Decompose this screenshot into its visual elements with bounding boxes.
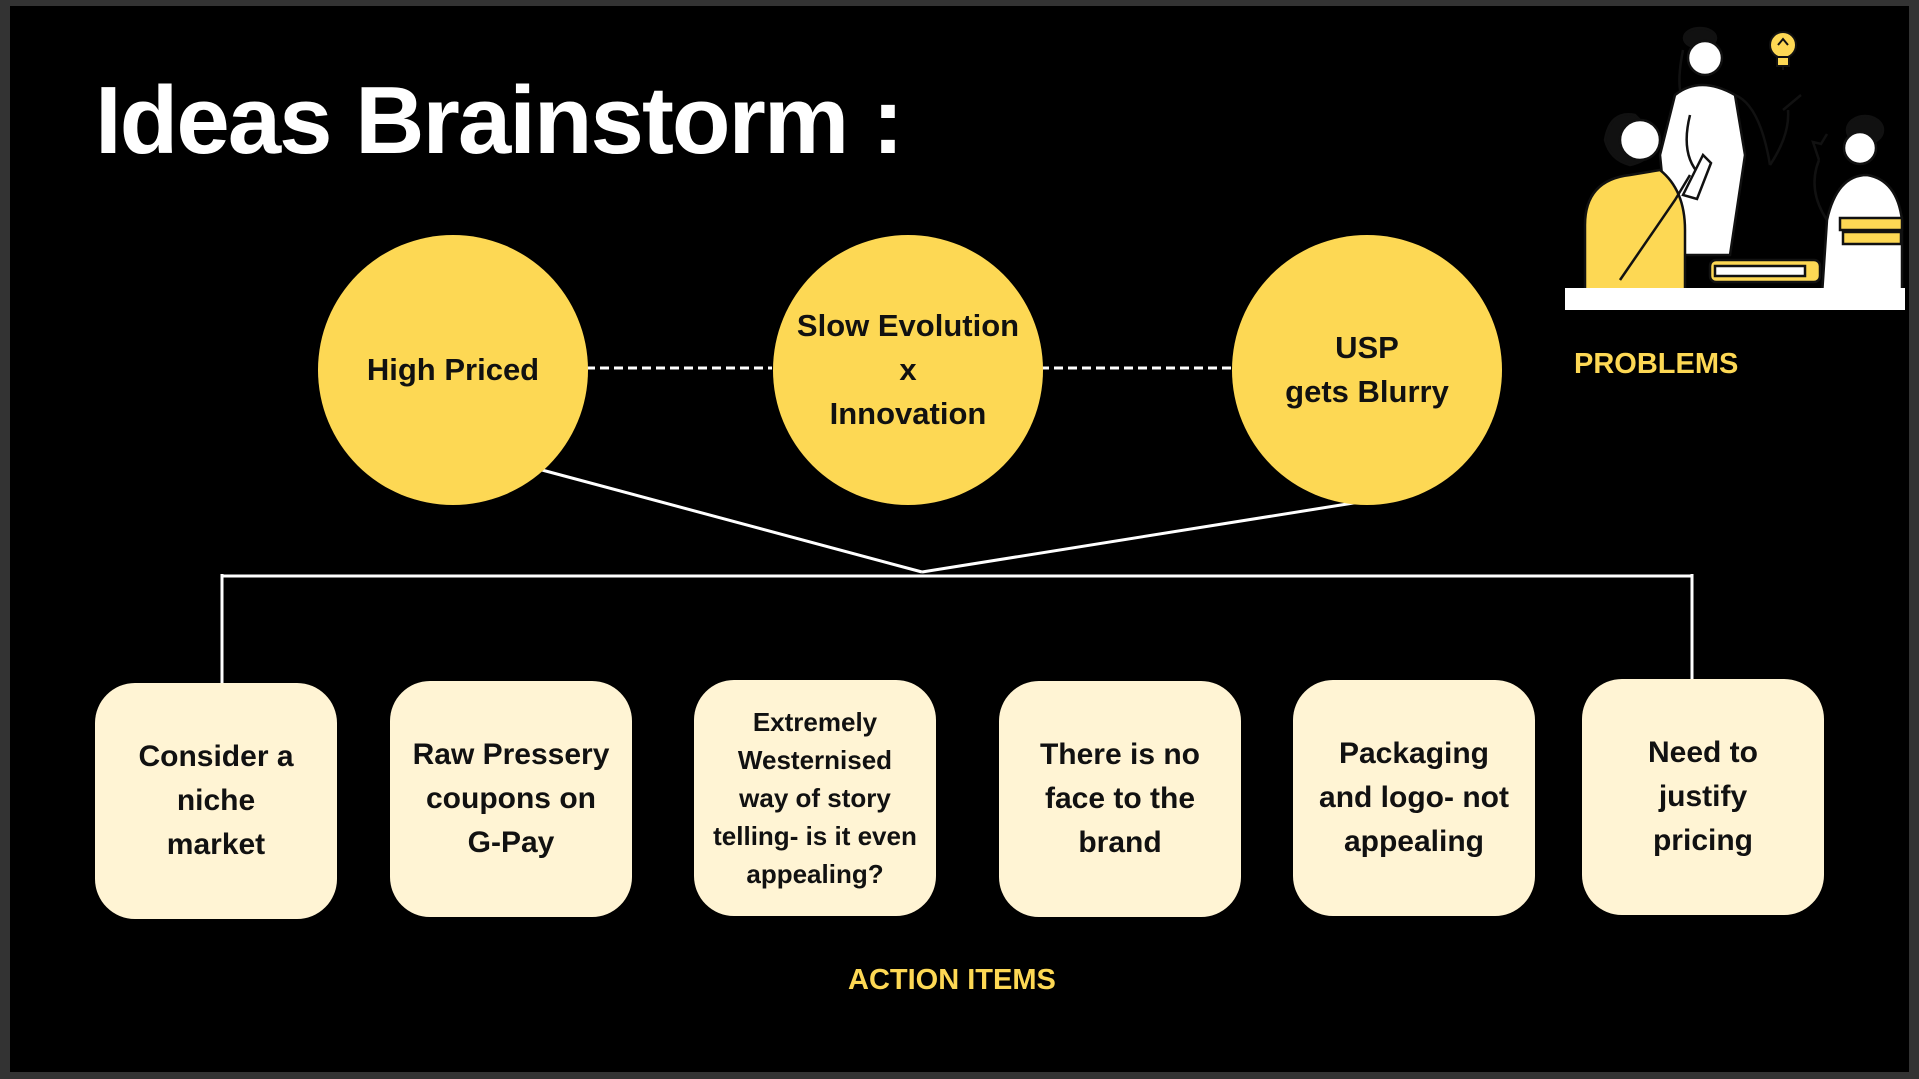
action-items-label: ACTION ITEMS bbox=[848, 964, 1056, 996]
action-item-line: Westernised bbox=[737, 745, 893, 775]
action-item-line: market bbox=[166, 828, 266, 861]
action-item-line: There is no bbox=[1039, 738, 1201, 771]
action-item-line: niche bbox=[176, 784, 256, 817]
action-item-line: appealing bbox=[1343, 825, 1484, 858]
action-item-line: face to the bbox=[1044, 782, 1195, 815]
action-item-coupons: Raw Pressery coupons on G-Pay bbox=[390, 681, 632, 917]
action-item-packaging: Packaging and logo- not appealing bbox=[1293, 680, 1535, 916]
action-item-line: appealing? bbox=[746, 859, 884, 889]
action-item-storytelling: Extremely Westernised way of story telli… bbox=[694, 680, 936, 916]
action-item-line: G-Pay bbox=[467, 826, 555, 859]
slide-title: Ideas Brainstorm : bbox=[95, 67, 904, 174]
action-item-pricing: Need to justify pricing bbox=[1582, 679, 1824, 915]
problem-circle-high-priced: High Priced bbox=[318, 235, 588, 505]
problem-line: USP bbox=[1335, 330, 1399, 365]
people-brainstorming-illustration bbox=[1565, 26, 1905, 310]
problem-line: Innovation bbox=[829, 396, 987, 431]
slide: Ideas Brainstorm : High Priced Slow Evol… bbox=[10, 6, 1909, 1072]
action-item-line: Consider a bbox=[138, 740, 294, 773]
problem-line: gets Blurry bbox=[1285, 374, 1449, 409]
action-item-line: way of story bbox=[739, 783, 891, 813]
problem-line: Slow Evolution bbox=[796, 308, 1020, 343]
branch-line-left bbox=[541, 468, 923, 574]
pointing-man-figure bbox=[1583, 113, 1713, 302]
lightbulb-icon bbox=[1769, 31, 1797, 70]
connector-lines bbox=[220, 366, 1694, 683]
action-item-line: Extremely bbox=[752, 707, 878, 737]
action-item-line: coupons on bbox=[426, 782, 596, 815]
action-item-niche-market: Consider a niche market bbox=[95, 683, 337, 919]
books-stack-figure bbox=[1565, 258, 1905, 310]
action-item-line: Need to bbox=[1647, 736, 1758, 769]
problem-line: High Priced bbox=[366, 352, 540, 387]
action-item-line: justify bbox=[1658, 780, 1748, 813]
action-item-line: and logo- not bbox=[1319, 781, 1509, 814]
action-item-brand-face: There is no face to the brand bbox=[999, 681, 1241, 917]
problems-label: PROBLEMS bbox=[1574, 348, 1739, 380]
problem-line: x bbox=[899, 352, 917, 387]
action-item-line: pricing bbox=[1652, 824, 1753, 857]
problem-circle-usp-blurry: USP gets Blurry bbox=[1232, 235, 1502, 505]
branch-line-right bbox=[921, 499, 1367, 574]
action-item-line: brand bbox=[1078, 826, 1162, 859]
action-item-line: Packaging bbox=[1338, 737, 1490, 770]
action-item-line: Raw Pressery bbox=[412, 738, 610, 771]
problem-circle-slow-evolution: Slow Evolution x Innovation bbox=[773, 235, 1043, 505]
girl-with-books-figure bbox=[1811, 114, 1904, 297]
action-item-line: telling- is it even bbox=[713, 821, 917, 851]
